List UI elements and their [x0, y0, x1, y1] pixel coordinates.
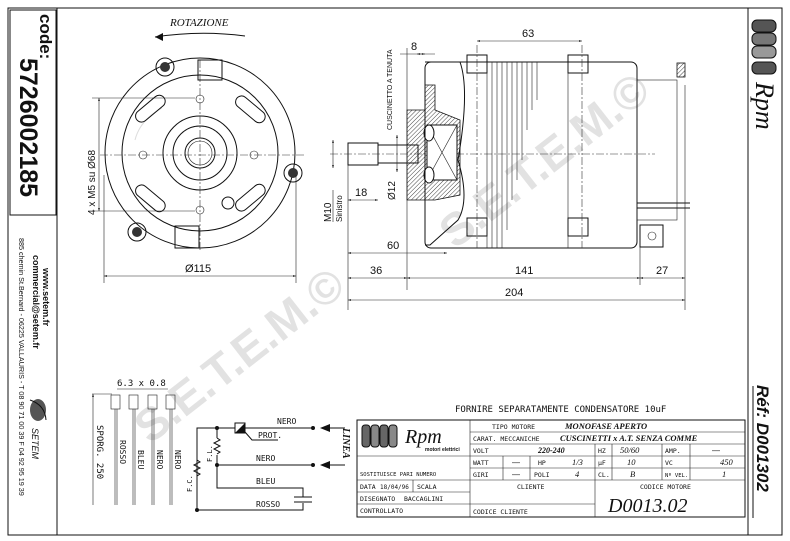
watt-value: —	[512, 458, 520, 467]
thread-direction: Sinistro	[335, 195, 344, 222]
line-arrow-icon	[320, 461, 330, 469]
title-logo: Rpm	[404, 426, 442, 448]
title-logo-sub: motori elettrici	[425, 447, 460, 453]
giri-value: —	[512, 470, 520, 479]
vel-value: 1	[722, 469, 726, 479]
tipo-label: TIPO MOTORE	[492, 423, 535, 431]
dimension-18: 18	[355, 187, 367, 199]
wire-nero-label: NERO	[256, 454, 275, 463]
address-text: 885 chemin St.Bernard - 06225 VALLAURIS …	[17, 238, 26, 496]
poli-value: 4	[575, 469, 580, 479]
dimension-204: 204	[505, 287, 523, 299]
wiring-diagram: 6.3 x 0.8 SPORG. 250 ROSSO BLEU NERO NER…	[92, 379, 351, 512]
line-arrow-icon	[320, 424, 330, 432]
hp-label: HP	[538, 459, 546, 467]
svg-text:SETEM: SETEM	[30, 428, 40, 460]
terminal-size: 6.3 x 0.8	[117, 379, 166, 389]
vel-label: Nº VEL.	[665, 472, 688, 479]
codice-motore-value: D0013.02	[607, 495, 687, 517]
dimension-60: 60	[387, 240, 399, 252]
thread-size: M10	[323, 202, 334, 222]
code-value: 5726002185	[14, 58, 42, 197]
wire-label: ROSSO	[118, 440, 127, 464]
controllato-label: CONTROLLATO	[360, 507, 403, 515]
disegnato-value: BACCAGLINI	[404, 495, 443, 503]
rpm-logo-text: Rpm	[750, 81, 779, 130]
linea-label: LINEA	[340, 427, 351, 459]
terminal-leads	[110, 394, 176, 505]
dimension-8: 8	[411, 41, 417, 53]
rotation-arrow-icon	[154, 32, 246, 38]
drawing-frame	[7, 7, 783, 536]
prot-label: PROT.	[258, 431, 282, 440]
svg-text:S.E.T.E.M.©: S.E.T.E.M.©	[429, 62, 659, 258]
dimension-27: 27	[656, 265, 668, 277]
carat-value: CUSCINETTI x A.T. SENZA COMME	[560, 433, 698, 443]
fc-label: F.C.	[186, 475, 194, 492]
wire-label: BLEU	[136, 450, 145, 469]
hz-label: HZ	[598, 447, 606, 455]
sostituisce-label: SOSTITUISCE PARI NUMERO	[360, 472, 436, 478]
capacitor-note: FORNIRE SEPARATAMENTE CONDENSATORE 10uF	[455, 405, 666, 415]
hz-value: 50/60	[620, 445, 640, 455]
shaft-diameter: Ø12	[387, 181, 398, 200]
giri-label: GIRI	[473, 471, 489, 479]
dimension-141: 141	[515, 265, 533, 277]
dimension-63: 63	[522, 28, 534, 40]
title-block: FORNIRE SEPARATAMENTE CONDENSATORE 10uF	[356, 405, 746, 518]
website-link[interactable]: www.setem.fr	[41, 267, 51, 327]
rpm-logo-coils-icon	[751, 19, 777, 75]
setem-logo: SETEM	[29, 399, 47, 460]
scala-label: SCALA	[417, 483, 437, 491]
data-label: DATA	[360, 483, 376, 491]
uf-value: 10	[627, 457, 636, 467]
diameter-dimension: Ø115	[185, 263, 211, 275]
seal-label: CUSCINETTO A TENUTA	[387, 49, 394, 130]
wire-bleu-label: BLEU	[256, 477, 275, 486]
fl-label: F.L.	[206, 445, 214, 462]
rpm-logo-coils-icon	[361, 424, 398, 448]
front-view: ROTAZIONE 4 x M5 su Ø68	[87, 17, 305, 283]
vc-label: VC	[665, 459, 673, 467]
uf-label: μF	[598, 459, 606, 467]
volt-label: VOLT	[473, 447, 489, 455]
svg-text:S.E.T.E.M.©: S.E.T.E.M.©	[124, 257, 354, 453]
vc-value: 450	[720, 457, 734, 467]
holes-dimension: 4 x M5 su Ø68	[87, 150, 98, 215]
dimension-36: 36	[370, 265, 382, 277]
amp-label: AMP.	[665, 447, 681, 455]
code-label: code:	[36, 14, 55, 59]
amp-value: —	[712, 446, 720, 455]
volt-value: 220-240	[537, 446, 565, 455]
wire-nero-label: NERO	[277, 417, 296, 426]
cl-value: B	[630, 469, 635, 479]
carat-label: CARAT. MECCANICHE	[473, 435, 540, 443]
right-strip: Rpm Réf: D001302	[750, 19, 779, 518]
cliente-label: CLIENTE	[517, 483, 544, 491]
hp-value: 1/3	[572, 457, 583, 467]
reference-number: Réf: D001302	[753, 385, 772, 492]
cl-label: CL.	[598, 471, 610, 479]
email-link[interactable]: commercial@setem.fr	[31, 255, 41, 349]
side-view: 63 8 CUSCINETTO A TENUTA M10 Sinistro 18…	[323, 28, 690, 310]
data-value: 18/04/96	[380, 484, 409, 491]
left-strip: code: 5726002185 www.setem.fr commercial…	[14, 14, 55, 496]
wire-rosso-label: ROSSO	[256, 500, 280, 509]
thermal-protector-icon	[234, 422, 246, 434]
lead-length: SPORG. 250	[94, 425, 104, 479]
poli-label: POLI	[534, 471, 550, 479]
wire-label: NERO	[173, 450, 182, 469]
tipo-value: MONOFASE APERTO	[564, 421, 647, 431]
codice-motore-label: CODICE MOTORE	[640, 483, 691, 491]
codice-cliente-label: CODICE CLIENTE	[473, 508, 528, 516]
watt-label: WATT	[473, 459, 489, 467]
rotation-label: ROTAZIONE	[169, 17, 229, 29]
disegnato-label: DISEGNATO	[360, 495, 395, 503]
wire-label: NERO	[155, 450, 164, 469]
